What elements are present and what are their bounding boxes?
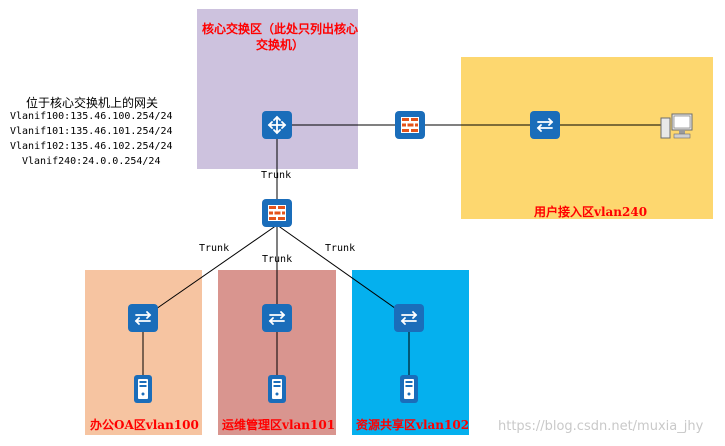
server-icon[interactable] — [400, 375, 418, 403]
watermark: https://blog.csdn.net/muxia_jhy — [498, 419, 704, 434]
user-zone-title: 用户接入区vlan240 — [534, 205, 648, 219]
trunk-label-right: Trunk — [325, 243, 356, 254]
pc-icon[interactable] — [660, 112, 694, 144]
link-firewall2-share — [276, 224, 410, 319]
switch-icon[interactable] — [262, 304, 292, 332]
user-access-zone — [461, 57, 713, 219]
trunk-label-core: Trunk — [261, 170, 292, 181]
core-switch-icon[interactable] — [262, 111, 292, 139]
trunk-label-mid: Trunk — [262, 254, 293, 265]
firewall-icon[interactable] — [395, 111, 425, 139]
ops-zone-title: 运维管理区vlan101 — [222, 418, 336, 432]
server-icon[interactable] — [134, 375, 152, 403]
server-icon[interactable] — [268, 375, 286, 403]
share-zone-title: 资源共享区vlan102 — [356, 418, 470, 432]
firewall-icon[interactable] — [262, 199, 292, 227]
core-zone-title: 核心交换区（此处只列出核心交换机） — [201, 22, 358, 52]
link-firewall2-office — [142, 224, 278, 319]
gateway-heading: 位于核心交换机上的网关 — [26, 96, 159, 110]
gateway-line-vlan240: Vlanif240:24.0.0.254/24 — [22, 156, 161, 167]
switch-icon[interactable] — [394, 304, 424, 332]
resource-share-zone — [352, 270, 469, 435]
gateway-line-vlan100: Vlanif100:135.46.100.254/24 — [10, 111, 173, 122]
trunk-label-left: Trunk — [199, 243, 230, 254]
gateway-line-vlan102: Vlanif102:135.46.102.254/24 — [10, 141, 173, 152]
switch-icon[interactable] — [530, 111, 560, 139]
gateway-line-vlan101: Vlanif101:135.46.101.254/24 — [10, 126, 173, 137]
office-zone-title: 办公OA区vlan100 — [90, 418, 199, 432]
switch-icon[interactable] — [128, 304, 158, 332]
